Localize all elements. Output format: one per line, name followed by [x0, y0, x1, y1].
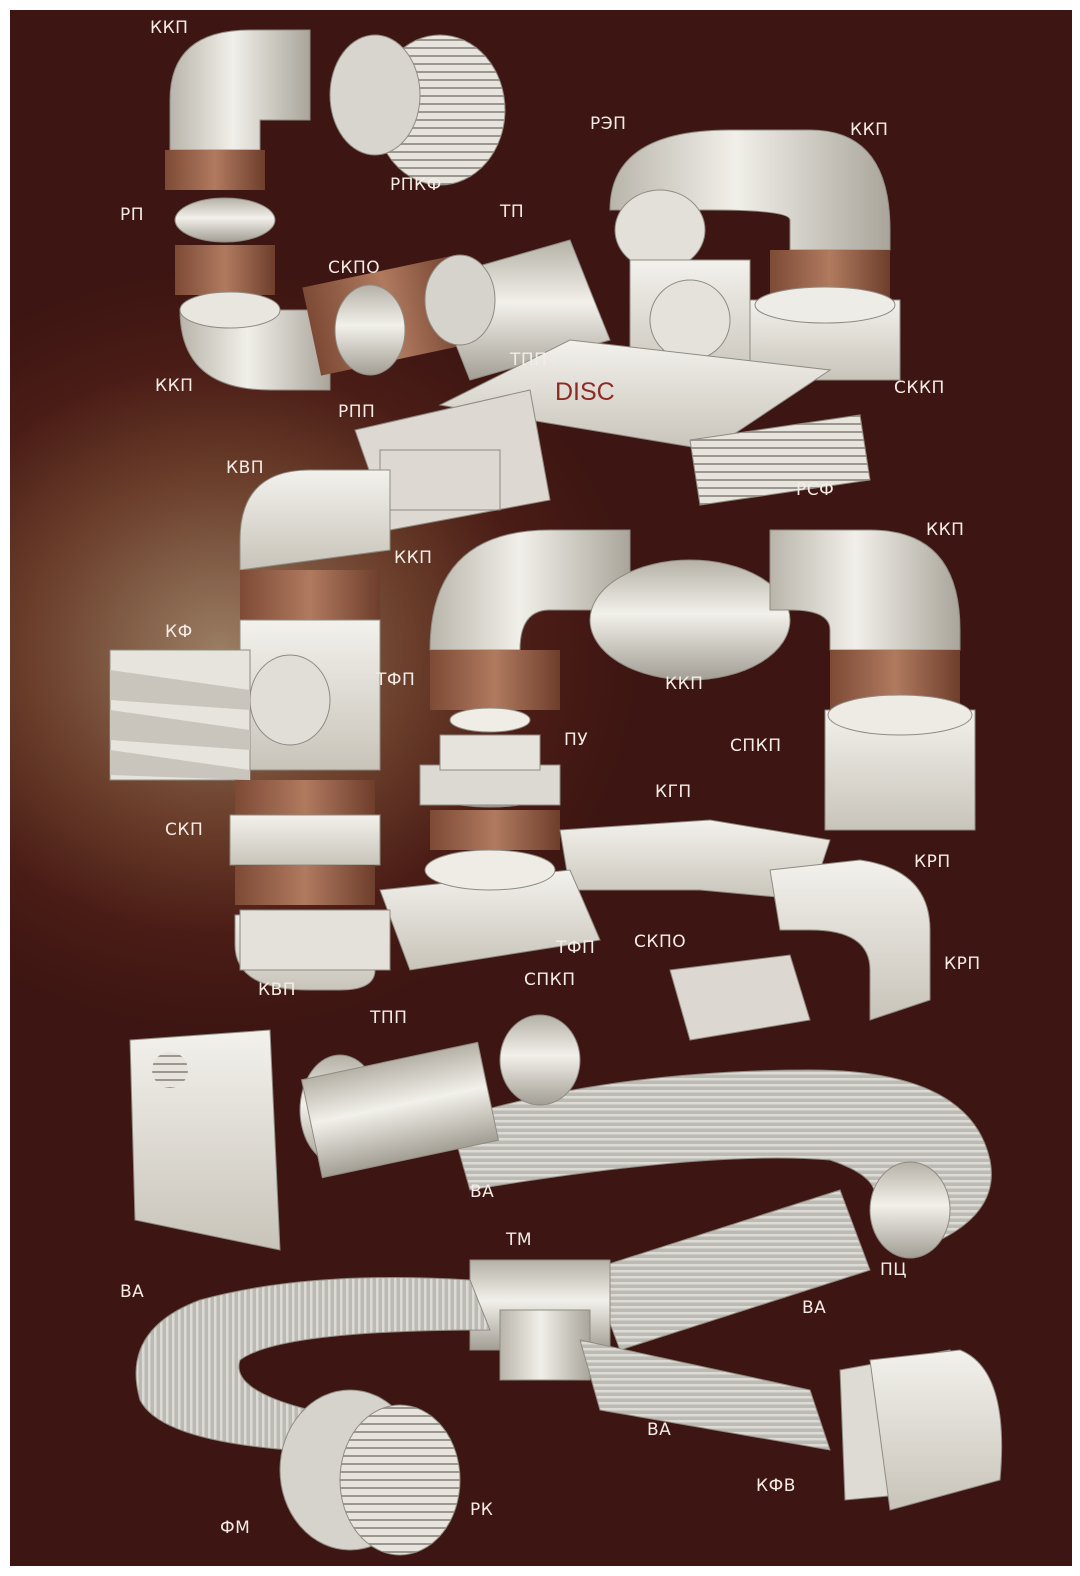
label-kkp-5: ККП	[926, 520, 965, 540]
label-kgp: КГП	[655, 782, 692, 802]
label-rk: РК	[470, 1500, 494, 1520]
elbow-kvp	[239, 469, 391, 571]
label-pu: ПУ	[564, 730, 589, 750]
label-skp: СКП	[165, 820, 204, 840]
label-va-4: ВА	[647, 1420, 672, 1440]
elbow-kkp-left	[179, 309, 331, 391]
tee-tm	[469, 1259, 611, 1381]
connector-skp	[229, 814, 381, 866]
label-rpkf: РПКФ	[390, 175, 442, 195]
label-krp-2: КРП	[944, 954, 981, 974]
flex-hose-va-3	[135, 1277, 491, 1451]
label-tfp-2: ТФП	[556, 938, 596, 958]
label-skpo-1: СКПО	[328, 258, 381, 278]
elbow-kkp-mid	[429, 529, 631, 651]
label-kkp-1: ККП	[150, 18, 189, 38]
flex-hose-va-2	[589, 1189, 871, 1351]
louver-kf	[109, 649, 251, 781]
ring-rp	[174, 197, 276, 243]
flex-hose-va-1	[449, 1069, 992, 1241]
label-tpp-2: ТПП	[370, 1008, 408, 1028]
reducer-pu	[419, 707, 561, 808]
flat-connector-skpo	[669, 954, 811, 1041]
ductwork-illustration	[109, 29, 1003, 1556]
elbow-kkp-right-mid	[769, 529, 961, 651]
label-kkp-4: ККП	[394, 548, 433, 568]
label-kvp-2: КВП	[258, 980, 297, 1000]
elbow-kkp-top	[169, 29, 311, 151]
label-tfp-1: ТФП	[376, 670, 416, 690]
flat-elbow-krp	[769, 859, 931, 1021]
label-kkp-3: ККП	[155, 376, 194, 396]
label-rep: РЭП	[590, 114, 627, 134]
label-va-3: ВА	[802, 1298, 827, 1318]
flat-duct-tpp	[438, 339, 832, 451]
label-kf: КФ	[165, 622, 193, 642]
label-va-1: ВА	[470, 1182, 495, 1202]
label-spkp-2: СПКП	[524, 970, 576, 990]
flat-duct-kvp	[239, 909, 391, 971]
label-rpp: РПП	[338, 402, 376, 422]
elbow-kkp-center	[589, 559, 791, 681]
ventilation-poster: DISC ККП РПКФ РЭП ККП РП ТП СКПО ККП ТПП…	[10, 10, 1072, 1566]
label-kvp-1: КВП	[226, 458, 265, 478]
grille-rsf	[689, 414, 871, 506]
label-rp: РП	[120, 205, 145, 225]
label-skkp: СККП	[894, 378, 945, 398]
label-tpp-1: ТПП	[510, 350, 548, 370]
label-spkp-1: СПКП	[730, 736, 782, 756]
adapter-spkp	[824, 694, 976, 831]
adapter-spkp-round	[499, 1014, 581, 1106]
label-tp: ТП	[500, 202, 525, 222]
elbow-kkp-right	[609, 129, 891, 251]
label-kkp-2: ККП	[850, 120, 889, 140]
brand-logo: DISC	[555, 378, 615, 406]
label-kfv: КФВ	[756, 1476, 796, 1496]
grille-rk	[279, 1389, 461, 1556]
label-kkp-6: ККП	[665, 674, 704, 694]
label-fm: ФМ	[220, 1518, 251, 1538]
hood-kfv	[839, 1349, 1003, 1511]
label-rsf: РСФ	[796, 480, 835, 500]
label-va-2: ВА	[120, 1282, 145, 1302]
fan-box	[129, 1029, 281, 1251]
connector-skpo	[334, 284, 406, 376]
coupling-pc	[869, 1161, 951, 1259]
label-krp-1: КРП	[914, 852, 951, 872]
label-tm: ТМ	[506, 1230, 533, 1250]
label-pc: ПЦ	[880, 1260, 907, 1280]
flex-hose-va-4	[579, 1339, 831, 1451]
label-skpo-2: СКПО	[634, 932, 687, 952]
